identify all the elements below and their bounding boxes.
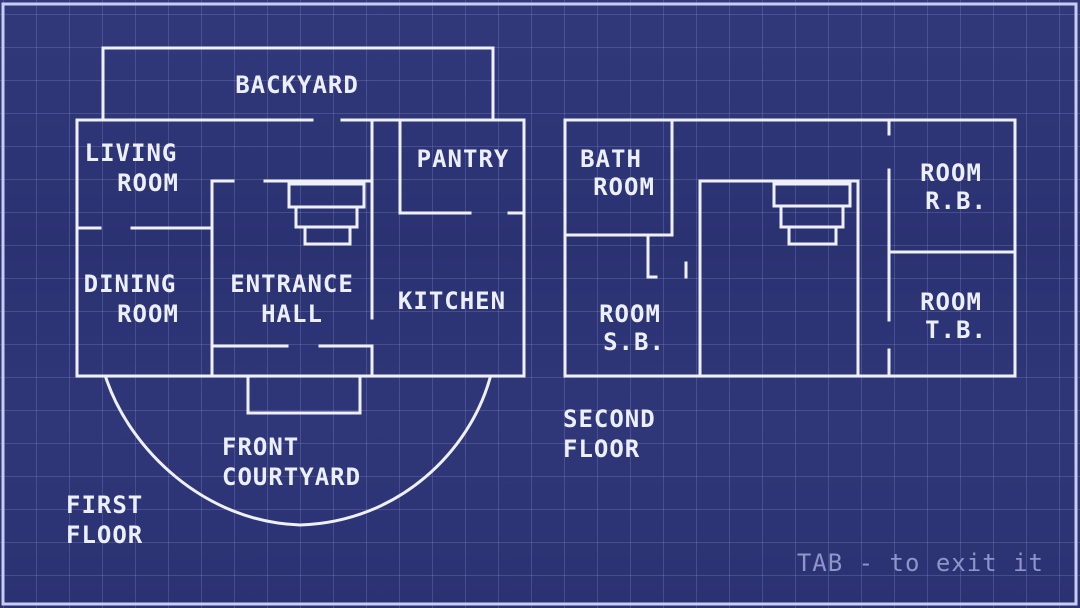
- room-label-room-rb-line2: R.B.: [925, 187, 987, 215]
- bathroom-walls: [563, 135, 674, 237]
- room-label-front-courtyard-line2: COURTYARD: [222, 463, 362, 491]
- pantry-walls: [398, 118, 472, 215]
- room-label-entrance-hall-line2: HALL: [261, 300, 323, 328]
- exit-hint: TAB - to exit it: [796, 549, 1044, 577]
- room-label-pantry: PANTRY: [416, 145, 510, 173]
- porch-outline: [246, 374, 362, 415]
- second-floor-outline: [563, 118, 1017, 378]
- second-floor-title-line2: FLOOR: [563, 435, 641, 463]
- second-floor-plan: [563, 118, 1017, 378]
- second-floor-stairs-bottom: [787, 225, 838, 246]
- room-label-front-courtyard-line1: FRONT: [222, 433, 300, 461]
- room-label-living-room-line2: ROOM: [117, 169, 179, 197]
- first-floor-stairs-top: [287, 182, 366, 209]
- first-floor-title-line2: FLOOR: [66, 521, 144, 549]
- room-label-entrance-hall-line1: ENTRANCE: [230, 270, 354, 298]
- first-floor-title-line1: FIRST: [66, 491, 144, 519]
- room-label-room-sb-line2: S.B.: [603, 328, 665, 356]
- room-label-bathroom-line2: ROOM: [593, 173, 655, 201]
- front-courtyard-arc: [104, 376, 492, 527]
- first-floor-stairs-bottom: [303, 225, 352, 246]
- room-label-bathroom-line1: BATH: [580, 145, 642, 173]
- room-label-kitchen: KITCHEN: [397, 287, 507, 315]
- backyard-outline: [101, 46, 495, 121]
- room-label-dining-room-line2: ROOM: [117, 300, 179, 328]
- second-floor-stairs-top: [772, 182, 852, 208]
- room-label-room-tb-line1: ROOM: [920, 288, 982, 316]
- room-label-room-rb-line1: ROOM: [920, 159, 982, 187]
- room-label-living-room-line1: LIVING: [84, 139, 178, 167]
- second-floor-title-line1: SECOND: [563, 405, 656, 433]
- first-floor-plan: [75, 46, 526, 527]
- room-label-dining-room-line1: DINING: [83, 270, 177, 298]
- room-label-room-tb-line2: T.B.: [925, 316, 987, 344]
- stair-hall-walls: [698, 179, 860, 378]
- second-floor-stairs-mid: [779, 204, 845, 229]
- room-label-backyard: BACKYARD: [235, 71, 359, 99]
- first-floor-stairs-mid: [294, 205, 359, 229]
- room-label-room-sb-line1: ROOM: [599, 300, 661, 328]
